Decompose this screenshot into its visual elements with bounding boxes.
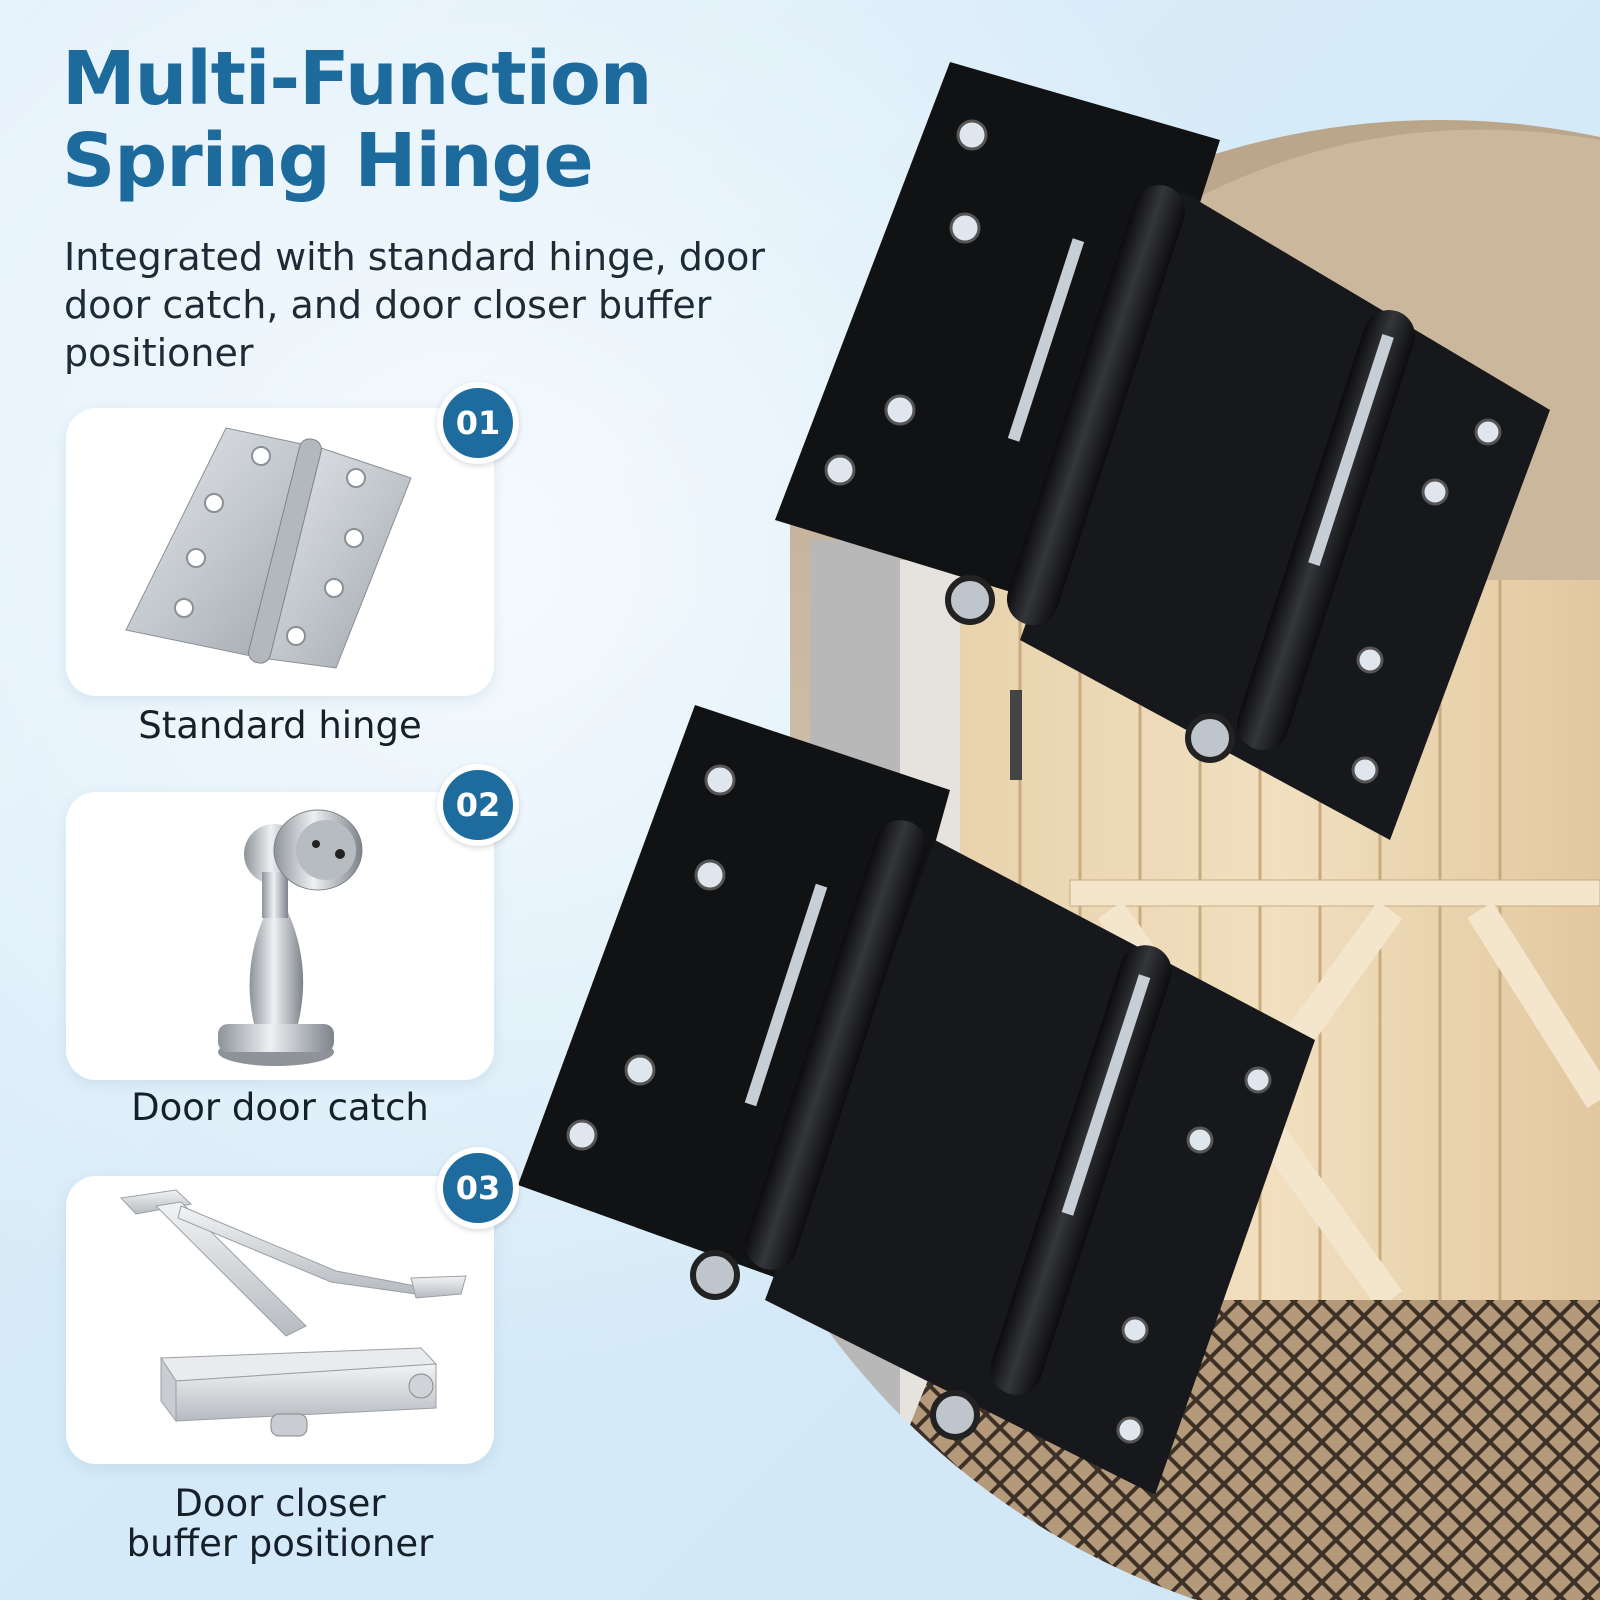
door-closer-icon <box>119 1189 467 1437</box>
black-spring-hinge-pair-icon <box>518 62 1550 1495</box>
title-line-2: Spring Hinge <box>62 118 594 204</box>
feature-label-door-closer-line-2: buffer positioner <box>126 1522 434 1565</box>
feature-label-door-closer-line-1: Door closer <box>174 1482 386 1525</box>
page-title: Multi-Function Spring Hinge <box>62 38 822 202</box>
feature-card-standard-hinge <box>66 408 494 696</box>
feature-badge-03: 03 <box>437 1147 519 1229</box>
title-line-1: Multi-Function <box>62 36 653 122</box>
standard-hinge-icon <box>125 427 412 669</box>
feature-label-door-catch: Door door catch <box>131 1086 429 1129</box>
feature-card-door-closer <box>66 1176 494 1464</box>
top-hinge <box>775 62 1550 840</box>
feature-badge-02: 02 <box>437 764 519 846</box>
feature-badge-01: 01 <box>437 382 519 464</box>
hero-product-image <box>518 62 1600 1600</box>
door-catch-icon <box>218 809 363 1066</box>
feature-card-door-catch <box>66 792 494 1080</box>
feature-label-door-closer: Door closer buffer positioner <box>66 1484 494 1564</box>
bottom-hinge <box>518 705 1315 1495</box>
feature-label-standard-hinge: Standard hinge <box>138 704 422 747</box>
page-subtitle: Integrated with standard hinge, door doo… <box>64 235 766 375</box>
